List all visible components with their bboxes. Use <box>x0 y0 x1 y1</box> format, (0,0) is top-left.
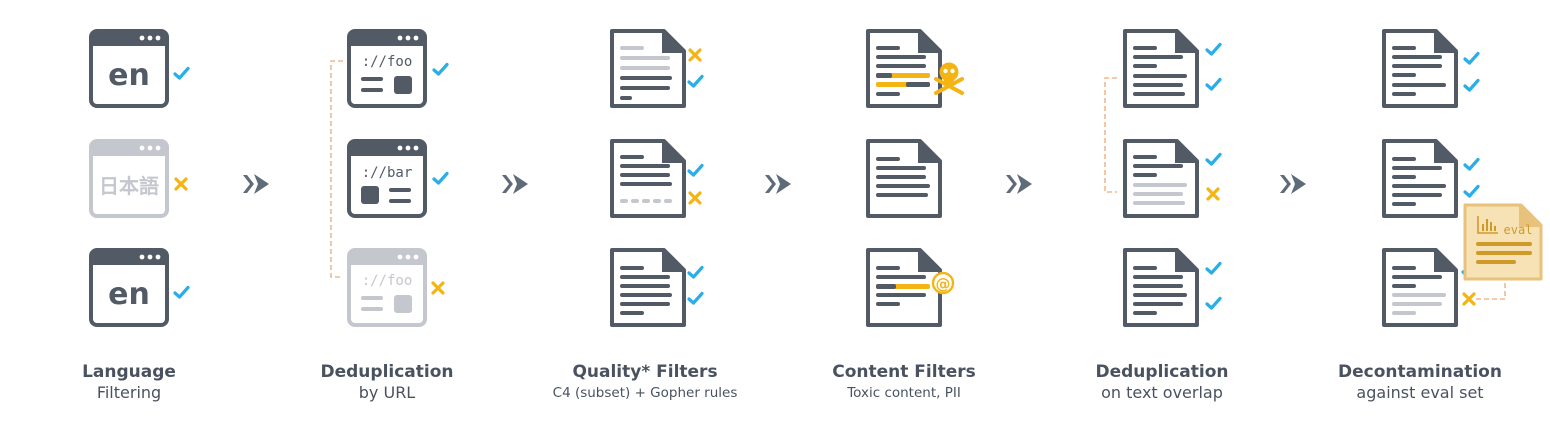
cross-icon <box>174 177 188 191</box>
cross-icon <box>1206 187 1220 201</box>
stage-subtitle-2: by URL <box>358 383 416 402</box>
stage-dedup-url: ://foo ://bar ://foo <box>330 29 449 327</box>
check-icon <box>432 171 449 185</box>
check-icon <box>1463 157 1480 171</box>
lang-code-en: en <box>108 58 150 93</box>
url-text-bar: ://bar <box>362 165 413 181</box>
check-icon <box>432 62 449 76</box>
document-clean <box>610 248 686 327</box>
stage-title-1: Language <box>82 362 176 382</box>
url-window-foo-duplicate: ://foo <box>347 248 427 327</box>
stage-title-3: Quality* Filters <box>572 362 718 382</box>
svg-text:@: @ <box>936 275 951 293</box>
browser-window-en-bottom: en <box>89 248 169 327</box>
check-icon <box>687 291 704 305</box>
check-icon <box>687 163 704 177</box>
check-icon <box>1463 78 1480 92</box>
stage-subtitle-1: Filtering <box>96 383 162 402</box>
stage-title-6: Decontamination <box>1338 362 1502 382</box>
url-text-foo-dup: ://foo <box>362 273 413 289</box>
check-icon <box>687 74 704 88</box>
document-original <box>1123 29 1199 108</box>
stage-subtitle-4: Toxic content, PII <box>847 385 961 401</box>
document-contaminated <box>1382 248 1458 327</box>
check-icon <box>687 265 704 279</box>
overlap-connector <box>1104 77 1117 193</box>
eval-set-document: eval <box>1463 203 1543 281</box>
stage-subtitle-3: C4 (subset) + Gopher rules <box>552 385 738 401</box>
browser-window-ja-faded: 日本語 <box>89 139 169 218</box>
stage-decontamination: eval <box>1382 29 1543 327</box>
skull-icon <box>934 62 964 95</box>
cross-icon <box>688 191 702 205</box>
double-chevron-right-icon <box>1006 174 1032 194</box>
document-unique <box>1123 248 1199 327</box>
double-chevron-right-icon <box>765 174 791 194</box>
stage-title-2: Deduplication <box>320 362 454 382</box>
at-sign-icon: @ <box>931 271 955 295</box>
double-chevron-right-icon <box>1280 174 1306 194</box>
lang-code-en-2: en <box>108 277 150 312</box>
document-overlapping <box>1123 139 1199 218</box>
stage-quality-filters <box>610 29 704 327</box>
stage-subtitle-6: against eval set <box>1356 383 1484 402</box>
duplicate-connector <box>330 60 343 278</box>
document-toxic <box>866 29 942 108</box>
double-chevron-right-icon <box>243 174 269 194</box>
document-with-boilerplate <box>610 139 686 218</box>
chart-icon <box>1477 216 1498 234</box>
cross-icon <box>431 281 445 295</box>
check-icon <box>1205 77 1222 91</box>
lang-code-ja: 日本語 <box>99 174 159 198</box>
cross-icon <box>688 48 702 62</box>
url-window-foo: ://foo <box>347 29 427 108</box>
double-chevron-right-icon <box>502 174 528 194</box>
url-window-bar: ://bar <box>347 139 427 218</box>
stage-dedup-text <box>1104 29 1222 327</box>
document-middle <box>1382 139 1458 218</box>
check-icon <box>1463 51 1480 65</box>
cross-icon <box>1462 292 1476 306</box>
stage-title-4: Content Filters <box>832 362 976 382</box>
document-low-quality <box>610 29 686 108</box>
url-text-foo: ://foo <box>362 54 413 70</box>
check-icon <box>1463 184 1480 198</box>
check-icon <box>1205 296 1222 310</box>
check-icon <box>173 66 190 80</box>
eval-connector <box>1476 281 1506 300</box>
stage-title-5: Deduplication <box>1095 362 1229 382</box>
browser-window-en-top: en <box>89 29 169 108</box>
eval-label: eval <box>1504 223 1533 237</box>
check-icon <box>173 285 190 299</box>
document-pii <box>866 248 942 327</box>
stage-language-filtering: en 日本語 en <box>89 29 190 327</box>
check-icon <box>1205 42 1222 56</box>
stage-content-filters: @ <box>866 29 964 327</box>
check-icon <box>1205 152 1222 166</box>
check-icon <box>1205 261 1222 275</box>
stage-subtitle-5: on text overlap <box>1101 383 1223 402</box>
document-safe <box>866 139 942 218</box>
document-top <box>1382 29 1458 108</box>
